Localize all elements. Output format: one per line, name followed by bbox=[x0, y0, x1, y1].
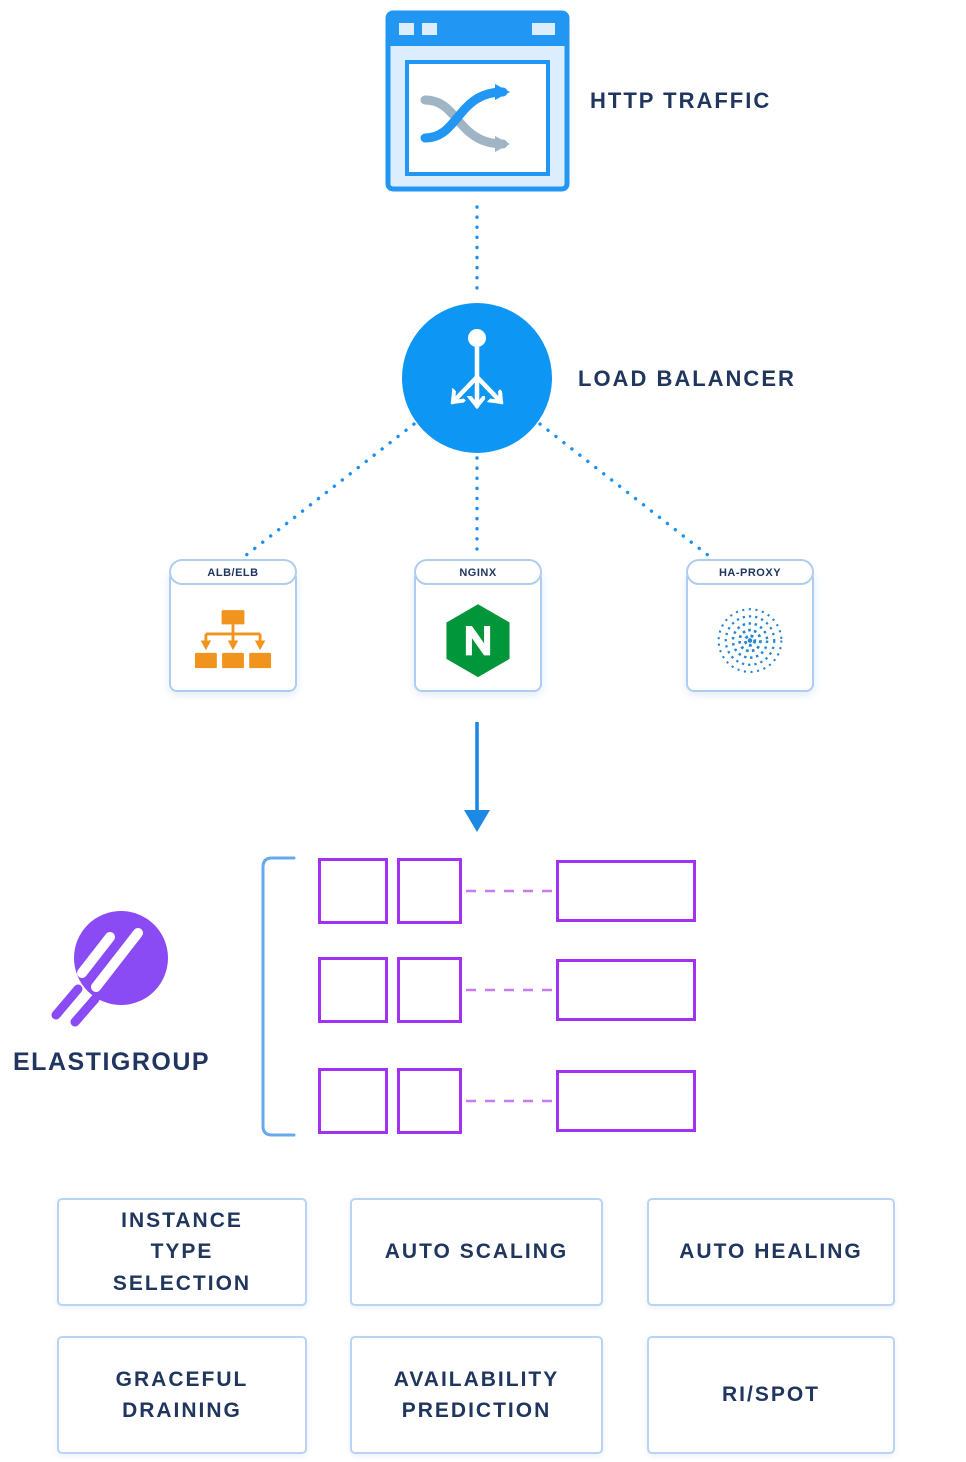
feature-box-auto-scaling: AUTO SCALING bbox=[350, 1198, 603, 1306]
balancer-box-nginx: NGINX bbox=[414, 559, 542, 692]
alb-elb-tree-icon bbox=[194, 609, 272, 669]
nginx-hexagon-icon bbox=[442, 601, 514, 679]
dotted-connector-lb-to-haproxy bbox=[538, 422, 711, 558]
instance-box bbox=[318, 858, 388, 924]
instance-box bbox=[318, 957, 388, 1023]
load-balancer-icon bbox=[402, 329, 552, 457]
feature-box-auto-healing: AUTO HEALING bbox=[647, 1198, 895, 1306]
load-balancer-node bbox=[402, 303, 552, 453]
elastigroup-node bbox=[46, 903, 181, 1033]
http-traffic-label: HTTP TRAFFIC bbox=[590, 88, 772, 113]
browser-traffic-icon bbox=[385, 10, 570, 196]
elastigroup-logo-icon bbox=[46, 911, 181, 1032]
feature-box-instance-type-selection: INSTANCE TYPE SELECTION bbox=[57, 1198, 307, 1306]
feature-box-ri-spot: RI/SPOT bbox=[647, 1336, 895, 1454]
dotted-connector-lb-to-alb bbox=[243, 422, 416, 558]
instance-box-wide bbox=[556, 860, 696, 922]
feature-box-availability-prediction: AVAILABILITY PREDICTION bbox=[350, 1336, 603, 1454]
instance-box bbox=[397, 957, 462, 1023]
instance-box bbox=[397, 858, 462, 924]
instance-box bbox=[318, 1068, 388, 1134]
balancer-tab-haproxy: HA-PROXY bbox=[686, 559, 814, 585]
elastigroup-label: ELASTIGROUP bbox=[13, 1048, 211, 1076]
arrow-to-elastigroup-head bbox=[464, 810, 490, 832]
instance-box-wide bbox=[556, 1070, 696, 1132]
balancer-box-haproxy: HA-PROXY bbox=[686, 559, 814, 692]
balancer-box-alb-elb: ALB/ELB bbox=[169, 559, 297, 692]
cluster-bracket bbox=[261, 856, 296, 1137]
haproxy-sphere-icon bbox=[712, 602, 788, 678]
instance-box bbox=[397, 1068, 462, 1134]
feature-box-graceful-draining: GRACEFUL DRAINING bbox=[57, 1336, 307, 1454]
instance-box-wide bbox=[556, 959, 696, 1021]
http-traffic-node bbox=[385, 10, 570, 197]
balancer-tab-nginx: NGINX bbox=[414, 559, 542, 585]
load-balancer-label: LOAD BALANCER bbox=[578, 366, 796, 391]
balancer-tab-alb-elb: ALB/ELB bbox=[169, 559, 297, 585]
